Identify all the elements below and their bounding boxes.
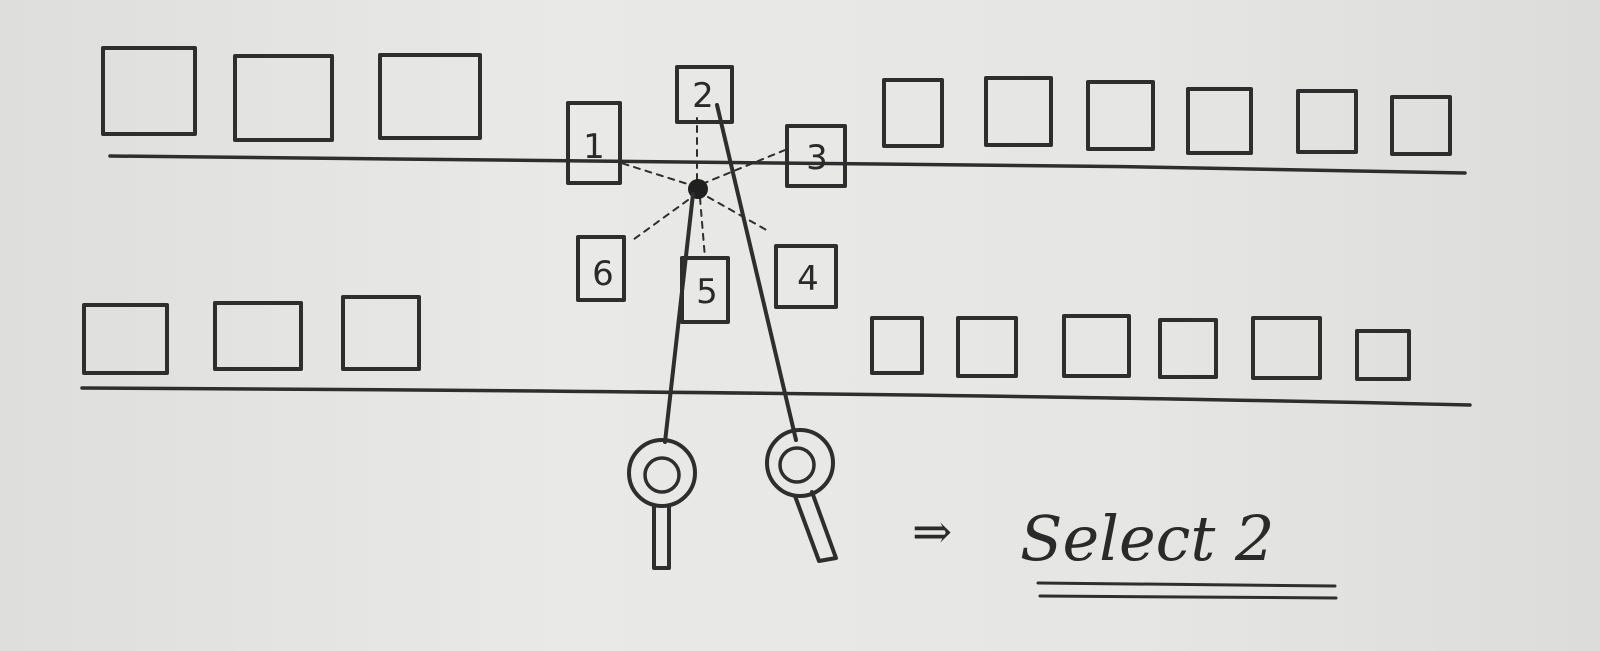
lower-line — [80, 386, 1472, 407]
box — [1062, 314, 1131, 378]
left-arm — [663, 192, 695, 444]
box — [1390, 95, 1452, 156]
ray-to-1 — [617, 161, 698, 188]
box-label-2: 2 — [692, 76, 714, 116]
lower-line-extra-stroke — [949, 395, 1451, 405]
numbered-box-1 — [566, 101, 622, 185]
box — [1186, 87, 1253, 155]
candidate-rays — [617, 117, 786, 259]
box-label-3: 3 — [806, 138, 828, 178]
numbered-box-2 — [675, 65, 734, 124]
ray-to-3 — [701, 149, 786, 185]
box-label-6: 6 — [592, 254, 614, 294]
instruction-underline-bottom — [1038, 594, 1338, 600]
instruction-underline-top — [1036, 581, 1337, 588]
left-handle — [627, 438, 697, 570]
right-handle-ring — [765, 428, 835, 498]
numbered-box-3 — [785, 124, 847, 188]
box — [984, 76, 1053, 147]
right-handle-stem — [793, 490, 838, 563]
numbered-box-4 — [774, 244, 838, 309]
box — [233, 54, 334, 142]
box-label-5: 5 — [696, 272, 718, 312]
instruction-text: Select 2 — [1020, 502, 1274, 575]
box — [1158, 318, 1218, 379]
right-handle — [765, 428, 838, 563]
box-label-4: 4 — [797, 259, 819, 299]
box — [378, 53, 482, 140]
upper-left-boxes — [101, 46, 482, 142]
box — [341, 295, 421, 371]
left-handle-inner — [643, 456, 681, 494]
right-arm — [715, 103, 798, 442]
box — [956, 316, 1018, 378]
box — [882, 78, 944, 148]
box-label-1: 1 — [583, 127, 605, 167]
numbered-box-6 — [576, 235, 626, 302]
box — [213, 301, 303, 371]
instruction: ⇒ Select 2 — [912, 502, 1338, 600]
right-handle-inner — [778, 446, 816, 484]
lower-right-boxes — [870, 314, 1411, 381]
box — [1296, 89, 1358, 154]
ray-to-4 — [707, 196, 771, 233]
box — [870, 316, 924, 375]
left-handle-ring — [627, 438, 697, 508]
numbered-box-labels: 1 2 3 4 5 6 — [583, 76, 828, 312]
ray-to-6 — [629, 199, 689, 243]
box — [1251, 316, 1322, 380]
ray-to-5 — [699, 197, 706, 259]
left-handle-stem — [652, 504, 671, 570]
tool-arms — [663, 103, 798, 444]
box — [1086, 80, 1155, 151]
upper-right-boxes — [882, 76, 1452, 156]
lower-left-boxes — [82, 295, 421, 375]
box — [101, 46, 197, 136]
instruction-arrow: ⇒ — [912, 504, 952, 560]
box — [82, 303, 169, 375]
box — [1355, 329, 1411, 381]
